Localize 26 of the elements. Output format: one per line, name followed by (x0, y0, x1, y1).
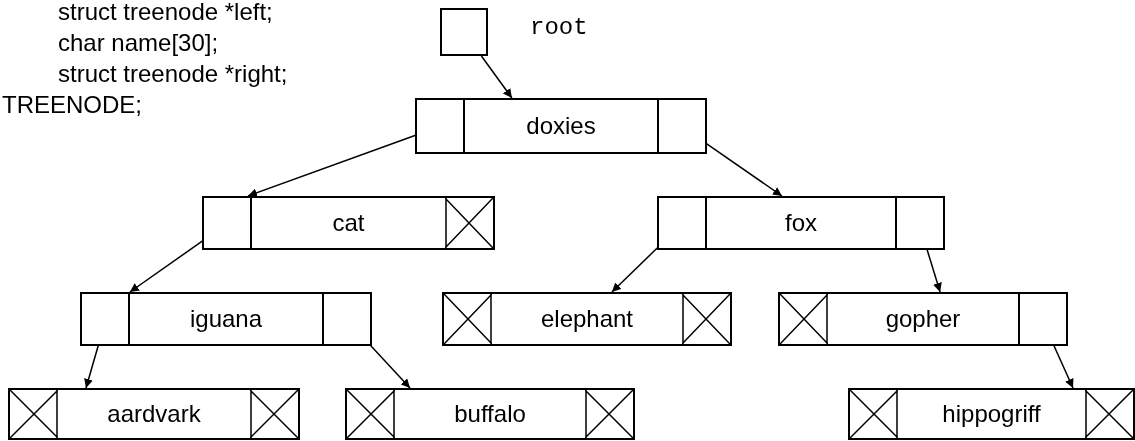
node-name: elephant (540, 307, 634, 331)
code-line: char name[30]; (58, 31, 219, 55)
node-name: buffalo (454, 402, 526, 426)
record-box (202, 196, 495, 250)
record-box (80, 292, 372, 346)
pointer-box (440, 8, 488, 56)
record-box (848, 388, 1135, 440)
record-box (778, 292, 1068, 346)
node-name: iguana (189, 307, 263, 331)
node-name: cat (332, 211, 365, 235)
record-box (415, 98, 707, 154)
record-box (657, 196, 945, 250)
record-box (345, 388, 635, 440)
arrow (368, 343, 411, 389)
node-name: doxies (526, 114, 596, 138)
code-line: struct treenode *right; (58, 62, 288, 86)
arrow (480, 55, 513, 99)
record-box (442, 292, 732, 346)
record-box (8, 388, 300, 440)
code-line: struct treenode *left; (58, 0, 273, 24)
node-name: aardvark (107, 402, 201, 426)
node-name: gopher (885, 307, 961, 331)
code-line: TREENODE; (2, 93, 142, 117)
variable-name: root (530, 16, 588, 40)
node-name: fox (785, 211, 817, 235)
node-name: hippogriff (942, 402, 1041, 426)
